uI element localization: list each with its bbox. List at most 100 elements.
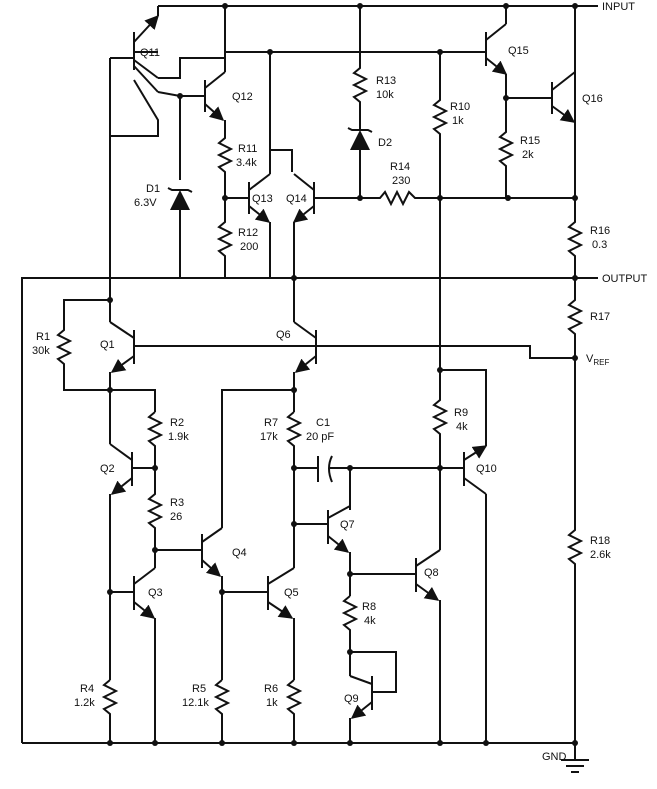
r16-name: R16 [590, 225, 610, 237]
r11-resistor [216, 120, 234, 198]
q1-label: Q1 [100, 339, 115, 351]
r7-value: 17k [260, 431, 278, 443]
r3-resistor [146, 468, 164, 550]
r10-value: 1k [452, 115, 464, 127]
r18-resistor [566, 358, 584, 743]
r11-value: 3.4k [236, 157, 257, 169]
r10-name: R10 [450, 101, 470, 113]
q3-label: Q3 [148, 587, 163, 599]
r4-name: R4 [80, 683, 94, 695]
q3-transistor [110, 567, 156, 619]
q6-transistor [293, 321, 317, 373]
q16-transistor [551, 71, 576, 123]
r15-name: R15 [520, 135, 540, 147]
r12-name: R12 [238, 227, 258, 239]
r3-name: R3 [170, 497, 184, 509]
r14-name: R14 [390, 161, 410, 173]
q2-label: Q2 [100, 463, 115, 475]
q8-transistor [415, 549, 441, 601]
r6-value: 1k [266, 697, 278, 709]
r18-value: 2.6k [590, 549, 611, 561]
gnd-label: GND [542, 751, 567, 763]
input-label: INPUT [602, 1, 635, 13]
q11-collector-wire [158, 51, 440, 79]
q9-label: Q9 [344, 693, 359, 705]
q11-feedback-wire [109, 58, 159, 137]
r8-resistor [341, 595, 359, 676]
q12-transistor [204, 6, 226, 121]
r2-value: 1.9k [168, 431, 189, 443]
q14-label: Q14 [286, 193, 307, 205]
q4-transistor [201, 389, 294, 577]
r13-name: R13 [376, 75, 396, 87]
q12-label: Q12 [232, 91, 253, 103]
r4-resistor [101, 679, 119, 743]
d2-zener [347, 120, 373, 198]
r12-resistor [216, 198, 234, 278]
r13-value: 10k [376, 89, 394, 101]
q8-label: Q8 [424, 567, 439, 579]
r17-name: R17 [590, 311, 610, 323]
r16-value: 0.3 [592, 239, 607, 251]
r2-resistor [146, 411, 164, 468]
r7-resistor [285, 411, 303, 568]
q16-label: Q16 [582, 93, 603, 105]
r13-resistor [351, 6, 369, 120]
q9-transistor [349, 675, 373, 719]
r16-resistor [566, 198, 584, 278]
q11-transistor [110, 6, 159, 93]
ground-icon [561, 759, 589, 773]
r8-name: R8 [362, 601, 376, 613]
q13-label: Q13 [252, 193, 273, 205]
r6-resistor [285, 679, 303, 743]
r7-name: R7 [264, 417, 278, 429]
r1-name: R1 [36, 331, 50, 343]
r5-value: 12.1k [182, 697, 209, 709]
q5-transistor [267, 567, 295, 619]
r14-resistor [360, 189, 575, 207]
r9-name: R9 [454, 407, 468, 419]
r10-resistor [431, 52, 449, 370]
r5-name: R5 [192, 683, 206, 695]
q5-label: Q5 [284, 587, 299, 599]
vref-label: VREF [586, 353, 609, 367]
r12-value: 200 [240, 241, 258, 253]
c1-capacitor [294, 455, 440, 483]
r1-value: 30k [32, 345, 50, 357]
r6-name: R6 [264, 683, 278, 695]
q15-label: Q15 [508, 45, 529, 57]
r11-name: R11 [238, 143, 257, 155]
d1-zener [167, 187, 193, 278]
r1-resistor [55, 299, 110, 391]
q7-transistor [294, 505, 351, 553]
q13-transistor [248, 150, 271, 223]
r9-resistor [431, 370, 449, 468]
r4-value: 1.2k [74, 697, 95, 709]
r3-value: 26 [170, 511, 182, 523]
d1-name: D1 [146, 183, 160, 195]
output-rail [21, 277, 598, 743]
gnd-rail [22, 742, 576, 760]
c1-value: 20 pF [306, 431, 334, 443]
r15-resistor [497, 120, 515, 198]
q4-label: Q4 [232, 547, 247, 559]
r5-resistor [213, 679, 231, 743]
r17-resistor [566, 278, 584, 358]
r2-top-wire [110, 389, 156, 412]
output-label: OUTPUT [602, 273, 648, 285]
r2-name: R2 [170, 417, 184, 429]
q11-label: Q11 [140, 47, 160, 59]
q10-label: Q10 [476, 463, 497, 475]
r18-name: R18 [590, 535, 610, 547]
q6-label: Q6 [276, 329, 291, 341]
r9-value: 4k [456, 421, 468, 433]
d1-value: 6.3V [134, 197, 157, 209]
q15-transistor [440, 6, 508, 75]
r8-value: 4k [364, 615, 376, 627]
r15-value: 2k [522, 149, 534, 161]
q2-transistor [109, 443, 155, 495]
d2-name: D2 [378, 137, 392, 149]
q10-transistor [440, 445, 488, 495]
r14-value: 230 [392, 175, 410, 187]
